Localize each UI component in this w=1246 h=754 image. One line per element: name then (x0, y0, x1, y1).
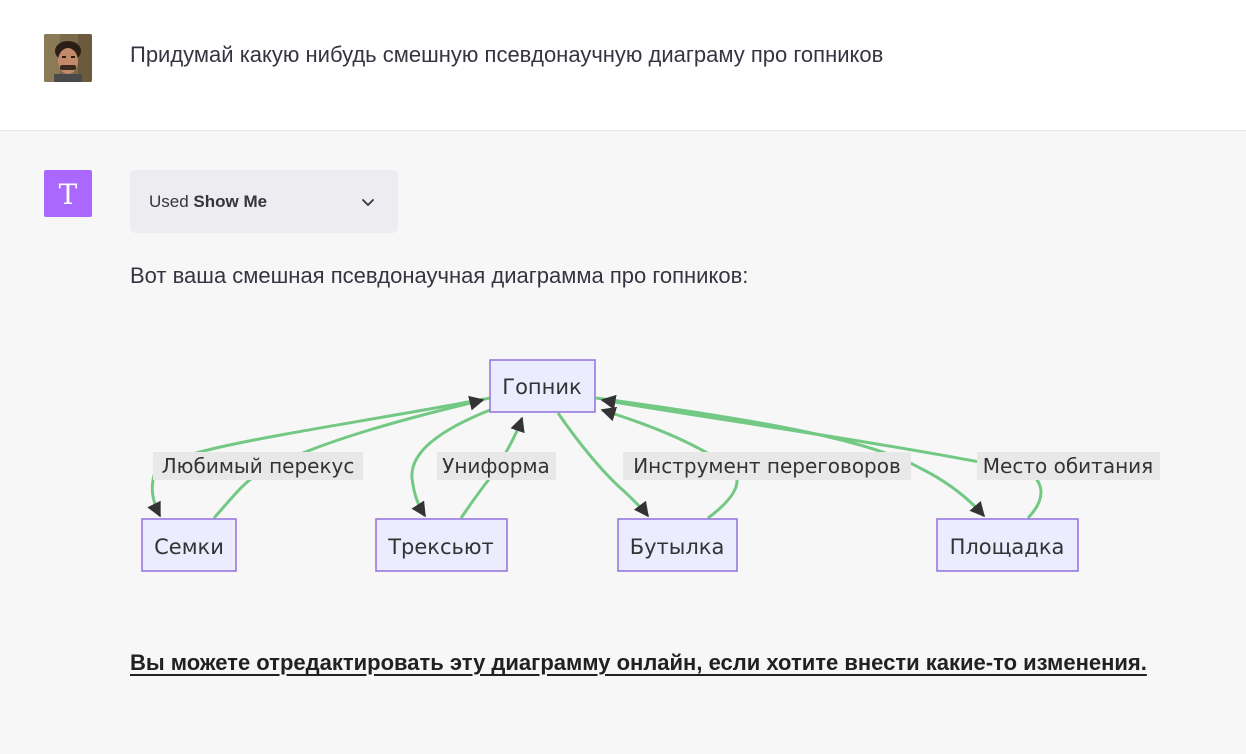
edge-ploshadka-root (600, 394, 1043, 520)
svg-text:Бутылка: Бутылка (630, 535, 725, 559)
node-bottle: Бутылка (617, 518, 738, 572)
edit-diagram-link[interactable]: Вы можете отредактировать эту диаграмму … (130, 650, 1147, 675)
chevron-down-icon (362, 198, 374, 206)
svg-text:Место обитания: Место обитания (983, 454, 1153, 478)
edge-label-negotiation-tool: Инструмент переговоров (623, 452, 911, 480)
svg-text:Трексьют: Трексьют (387, 535, 494, 559)
node-semki: Семки (141, 518, 237, 572)
assistant-avatar: T (44, 170, 92, 217)
edge-label-favorite-snack: Любимый перекус (153, 452, 363, 480)
user-avatar (44, 34, 92, 82)
edge-root-tracksuit (410, 408, 491, 518)
edge-label-habitat: Место обитания (977, 452, 1160, 480)
svg-text:Гопник: Гопник (502, 375, 581, 399)
node-tracksuit: Трексьют (375, 518, 508, 572)
plugin-used-label: Used Show Me (149, 191, 268, 211)
svg-text:Униформа: Униформа (442, 454, 550, 478)
svg-text:Площадка: Площадка (950, 535, 1065, 559)
svg-text:T: T (59, 179, 78, 209)
svg-text:Семки: Семки (154, 535, 224, 559)
gopnik-diagram: Любимый перекус Униформа Инструмент пере… (141, 359, 1160, 572)
svg-text:Инструмент переговоров: Инструмент переговоров (633, 454, 901, 478)
assistant-intro-text: Вот ваша смешная псевдонаучная диаграмма… (130, 263, 749, 288)
user-message-row: Придумай какую нибудь смешную псевдонауч… (0, 0, 1246, 131)
plugin-name: Show Me (193, 191, 268, 211)
user-message-text: Придумай какую нибудь смешную псевдонауч… (130, 42, 884, 67)
node-gopnik: Гопник (489, 359, 596, 413)
svg-text:Любимый перекус: Любимый перекус (162, 454, 355, 478)
edge-label-uniform: Униформа (437, 452, 556, 480)
node-ploshadka: Площадка (936, 518, 1079, 572)
plugin-used-dropdown[interactable]: Used Show Me (130, 170, 398, 233)
edge-root-bottle (556, 412, 650, 518)
assistant-letter-icon: T (59, 179, 78, 209)
